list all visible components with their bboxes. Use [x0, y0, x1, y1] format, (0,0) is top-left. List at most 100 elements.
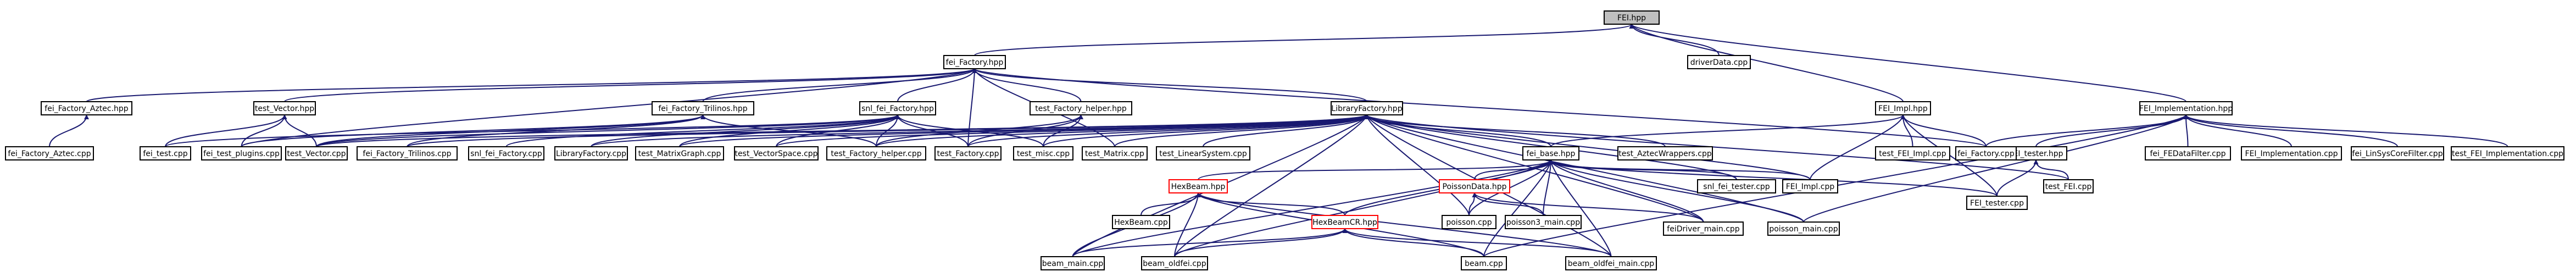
node-box — [2145, 146, 2231, 160]
node-base-hpp[interactable]: fei_base.hpp — [1522, 146, 1579, 160]
node-fei-test-cpp[interactable]: fei_test.cpp — [140, 146, 191, 160]
node-label: test_FEI.cpp — [2045, 182, 2092, 191]
edge-beam_oldfei_cpp-to-hexbeam_hpp — [1174, 192, 1201, 257]
node-box — [1013, 146, 1073, 160]
edge-poisson3_cpp-to-base_hpp — [1543, 159, 1554, 216]
edge-test_fei_implementation_cpp-to-fei_implementation_hpp — [2183, 114, 2508, 147]
node-fei-tester-cpp[interactable]: FEI_tester.cpp — [1966, 196, 2028, 210]
node-box — [1331, 101, 1403, 115]
node-fei-implementation-cpp[interactable]: FEI_Implementation.cpp — [2241, 146, 2342, 160]
node-trilinos-hpp[interactable]: fei_Factory_Trilinos.hpp — [652, 101, 754, 115]
edge-plugins_cpp-to-test_vector_hpp — [241, 114, 287, 147]
edge-snl_hpp-to-factory_hpp — [897, 68, 977, 102]
node-hexbeam-hpp[interactable]: HexBeam.hpp — [1169, 179, 1228, 193]
edge-trilinos_hpp-to-factory_hpp — [702, 68, 977, 102]
node-label: HexBeam.hpp — [1171, 182, 1226, 191]
node-label: test_FEI_Impl.cpp — [1879, 149, 1946, 158]
node-box — [1141, 256, 1208, 270]
node-beam-main-cpp[interactable]: beam_main.cpp — [1041, 256, 1105, 270]
edge-driver-to-fei — [1629, 24, 1720, 56]
node-label: test_Factory_helper.hpp — [1035, 104, 1127, 113]
node-test-fei-implementation-cpp[interactable]: test_FEI_Implementation.cpp — [2451, 146, 2564, 160]
node-test-factory-cpp[interactable]: test_Factory.cpp — [934, 146, 1002, 160]
node-fei-impl-hpp[interactable]: FEI_Impl.hpp — [1875, 101, 1931, 115]
node-test-matrix-cpp[interactable]: test_Matrix.cpp — [1082, 146, 1148, 160]
node-trilinos-cpp[interactable]: fei_Factory_Trilinos.cpp — [357, 146, 458, 160]
node-label: HexBeamCR.hpp — [1312, 218, 1377, 227]
node-box — [943, 55, 1006, 69]
node-label: test_misc.cpp — [1017, 149, 1070, 158]
node-fei-impl-cpp[interactable]: FEI_Impl.cpp — [1782, 179, 1838, 193]
edge-fei_tester_cpp-to-base_hpp — [1548, 159, 1998, 197]
node-test-fei-cpp[interactable]: test_FEI.cpp — [2043, 179, 2094, 193]
node-fei-factory-cpp[interactable]: fei_Factory.cpp — [1955, 146, 2017, 160]
node-label: beam_main.cpp — [1042, 259, 1104, 268]
node-box — [1782, 179, 1838, 193]
edge-beam_main_cpp-to-hexbeamcr_hpp — [1072, 228, 1348, 257]
edge-hexbeam_hpp-to-base_hpp — [1198, 159, 1554, 180]
node-test-helper-hpp[interactable]: test_Factory_helper.hpp — [1030, 101, 1132, 115]
node-linsys-cpp[interactable]: test_LinearSystem.cpp — [1156, 146, 1250, 160]
node-label: fei_FEDataFilter.cpp — [2150, 149, 2226, 158]
edge-beam_oldfei_cpp-to-base_hpp — [1174, 159, 1554, 257]
node-box — [1461, 256, 1507, 270]
edge-fei_implementation_hpp-to-fei — [1629, 24, 2186, 102]
node-linsyscore-cpp[interactable]: fei_LinSysCoreFilter.cpp — [2351, 146, 2444, 160]
node-label: PoissonData.hpp — [1443, 182, 1507, 191]
edge-fei_tester_hpp-to-fei_implementation_hpp — [2035, 114, 2189, 147]
edge-aztec_hpp-to-factory_hpp — [86, 68, 977, 102]
node-label: test_Matrix.cpp — [1085, 149, 1144, 158]
node-snl-fei-tester-cpp[interactable]: snl_fei_tester.cpp — [1697, 179, 1776, 193]
edge-matrixgraph_cpp-to-snl_hpp — [679, 114, 900, 147]
node-test-fei-impl-cpp[interactable]: test_FEI_Impl.cpp — [1875, 146, 1950, 160]
edge-test_factory_cpp-to-snl_hpp — [895, 114, 969, 147]
node-snl-hpp[interactable]: snl_fei_Factory.hpp — [859, 101, 936, 115]
edge-fei_test_cpp-to-snl_hpp — [165, 114, 900, 147]
node-fei-implementation-hpp[interactable]: FEI_Implementation.hpp — [2139, 101, 2233, 115]
node-label: beam.cpp — [1465, 259, 1503, 268]
node-fedriver-cpp[interactable]: feiDriver_main.cpp — [1663, 221, 1744, 236]
node-test-vector-hpp[interactable]: test_Vector.hpp — [253, 101, 316, 115]
node-aztec-cpp[interactable]: fei_Factory_Aztec.cpp — [5, 146, 94, 160]
node-libfactory-hpp[interactable]: LibraryFactory.hpp — [1331, 101, 1403, 115]
node-fei[interactable]: FEI.hpp — [1604, 10, 1660, 25]
node-aztecwrap-cpp[interactable]: test_AztecWrappers.cpp — [1617, 146, 1713, 160]
node-poisson-cpp[interactable]: poisson.cpp — [1442, 215, 1496, 229]
node-test-vector-cpp[interactable]: test_Vector.cpp — [285, 146, 348, 160]
node-label: FEI_Impl.cpp — [1786, 182, 1835, 191]
node-beam-oldfei-cpp[interactable]: beam_oldfei.cpp — [1141, 256, 1208, 270]
node-label: fei_LinSysCoreFilter.cpp — [2352, 149, 2443, 158]
node-label: fei_Factory_Aztec.cpp — [8, 149, 91, 158]
node-poisson3-cpp[interactable]: poisson3_main.cpp — [1505, 215, 1582, 229]
node-fedatafilter-cpp[interactable]: fei_FEDataFilter.cpp — [2145, 146, 2231, 160]
node-label: FEI_tester.hpp — [2008, 149, 2063, 158]
node-hexbeam-cpp[interactable]: HexBeam.cpp — [1112, 215, 1170, 229]
edge-fei_impl_cpp-to-base_hpp — [1548, 159, 1811, 180]
node-box — [652, 101, 754, 115]
edge-libfactory_hpp-to-factory_hpp — [972, 68, 1367, 102]
node-matrixgraph-cpp[interactable]: test_MatrixGraph.cpp — [635, 146, 724, 160]
node-test-helper-cpp[interactable]: test_Factory_helper.cpp — [826, 146, 926, 160]
edge-fei_impl_cpp-to-libfactory_hpp — [1364, 114, 1811, 180]
node-test-misc-cpp[interactable]: test_misc.cpp — [1013, 146, 1073, 160]
node-label: test_MatrixGraph.cpp — [638, 149, 721, 158]
node-poisson-main-cpp[interactable]: poisson_main.cpp — [1767, 221, 1840, 236]
node-driver[interactable]: driverData.cpp — [1687, 55, 1751, 69]
node-vectorspace-cpp[interactable]: test_VectorSpace.cpp — [734, 146, 819, 160]
node-box — [140, 146, 191, 160]
node-factory-hpp[interactable]: fei_Factory.hpp — [943, 55, 1006, 69]
node-box — [734, 146, 819, 160]
node-label: fei_test.cpp — [143, 149, 187, 158]
node-box — [1442, 215, 1496, 229]
node-hexbeamcr-hpp[interactable]: HexBeamCR.hpp — [1311, 215, 1378, 229]
node-plugins-cpp[interactable]: fei_test_plugins.cpp — [201, 146, 282, 160]
node-snl-cpp[interactable]: snl_fei_Factory.cpp — [468, 146, 544, 160]
node-poissondata-hpp[interactable]: PoissonData.hpp — [1439, 179, 1510, 193]
node-box — [1966, 196, 2028, 210]
node-label: poisson.cpp — [1446, 218, 1492, 227]
node-aztec-hpp[interactable]: fei_Factory_Aztec.hpp — [41, 101, 132, 115]
edge-test_misc_cpp-to-libfactory_hpp — [1043, 114, 1370, 147]
node-beam-cpp[interactable]: beam.cpp — [1461, 256, 1507, 270]
node-libfactory-cpp[interactable]: LibraryFactory.cpp — [554, 146, 628, 160]
node-beam-oldfei-main-cpp[interactable]: beam_oldfei_main.cpp — [1565, 256, 1657, 270]
